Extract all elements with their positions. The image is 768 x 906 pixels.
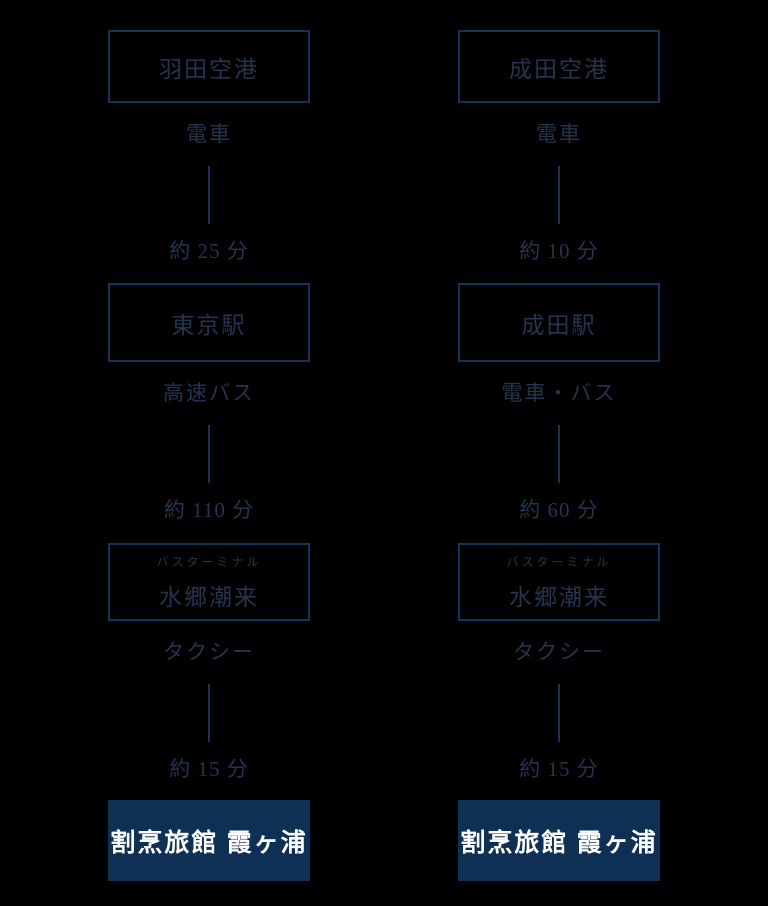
station-box: 成田駅 [458, 283, 660, 362]
duration-label: 約 10 分 [519, 239, 599, 263]
origin-label: 成田空港 [509, 56, 609, 82]
destination-box: 割烹旅館 霞ヶ浦 [458, 800, 660, 881]
station-label: 東京駅 [171, 312, 247, 338]
duration-label: 約 110 分 [163, 498, 255, 522]
origin-box: 羽田空港 [108, 30, 310, 103]
duration-label: 約 15 分 [169, 757, 249, 781]
destination-label: 割烹旅館 霞ヶ浦 [110, 829, 308, 857]
route-connector-line [208, 684, 210, 742]
origin-label: 羽田空港 [159, 56, 259, 82]
transport-mode-label: 高速バス [163, 381, 255, 405]
terminal-box: バスターミナル 水郷潮来 [108, 543, 310, 621]
route-connector-line [558, 425, 560, 483]
terminal-name-label: 水郷潮来 [159, 584, 259, 610]
terminal-box: バスターミナル 水郷潮来 [458, 543, 660, 621]
station-box: 東京駅 [108, 283, 310, 362]
transport-mode-label: タクシー [163, 640, 255, 664]
transport-mode-label: 電車 [186, 122, 232, 146]
route-connector-line [558, 684, 560, 742]
transport-mode-label: 電車・バス [501, 381, 617, 405]
route-column-haneda: 羽田空港 電車 約 25 分 東京駅 高速バス 約 110 分 バスターミナル … [108, 30, 310, 881]
terminal-name-label: 水郷潮来 [509, 584, 609, 610]
origin-box: 成田空港 [458, 30, 660, 103]
transport-mode-label: 電車 [536, 122, 582, 146]
destination-box: 割烹旅館 霞ヶ浦 [108, 800, 310, 881]
route-connector-line [208, 425, 210, 483]
station-label: 成田駅 [521, 312, 597, 338]
terminal-sub-label: バスターミナル [506, 554, 612, 569]
duration-label: 約 15 分 [519, 757, 599, 781]
duration-label: 約 60 分 [519, 498, 599, 522]
destination-label: 割烹旅館 霞ヶ浦 [460, 829, 658, 857]
route-connector-line [558, 166, 560, 224]
duration-label: 約 25 分 [169, 239, 249, 263]
route-column-narita: 成田空港 電車 約 10 分 成田駅 電車・バス 約 60 分 バスターミナル … [458, 30, 660, 881]
terminal-sub-label: バスターミナル [156, 554, 262, 569]
transport-mode-label: タクシー [513, 640, 605, 664]
route-connector-line [208, 166, 210, 224]
